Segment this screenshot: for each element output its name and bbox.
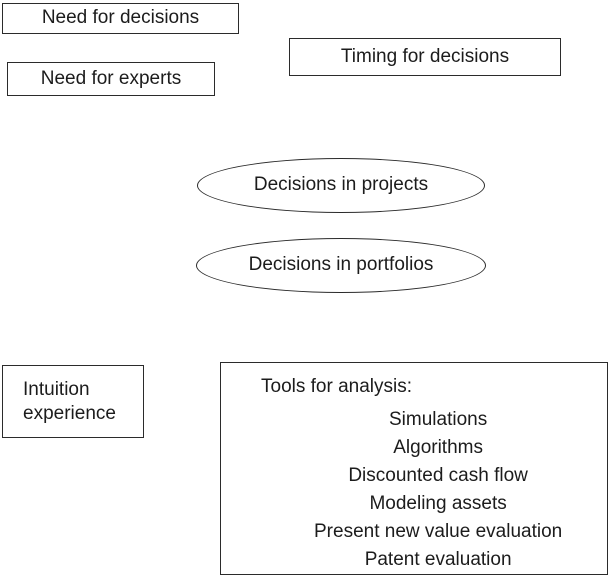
ellipse-decisions-in-portfolios: Decisions in portfolios bbox=[196, 238, 486, 293]
box-need-for-decisions: Need for decisions bbox=[2, 3, 239, 34]
tools-list-item: Modeling assets bbox=[369, 493, 507, 514]
tools-list-item: Simulations bbox=[389, 409, 488, 430]
tools-list-item: Discounted cash flow bbox=[348, 465, 528, 486]
tools-list: Simulations Algorithms Discounted cash f… bbox=[314, 406, 562, 574]
box-timing-for-decisions: Timing for decisions bbox=[289, 38, 561, 76]
box-need-for-experts: Need for experts bbox=[7, 62, 215, 96]
tools-heading: Tools for analysis: bbox=[261, 376, 413, 397]
tools-list-item: Patent evaluation bbox=[364, 549, 512, 570]
box-intuition-experience: Intuition experience bbox=[2, 365, 144, 438]
tools-list-item: Present new value evaluation bbox=[314, 521, 563, 542]
tools-list-item: Algorithms bbox=[393, 437, 483, 458]
ellipse-decisions-in-projects: Decisions in projects bbox=[197, 158, 485, 213]
box-tools-for-analysis: Tools for analysis: Simulations Algorith… bbox=[220, 362, 608, 575]
